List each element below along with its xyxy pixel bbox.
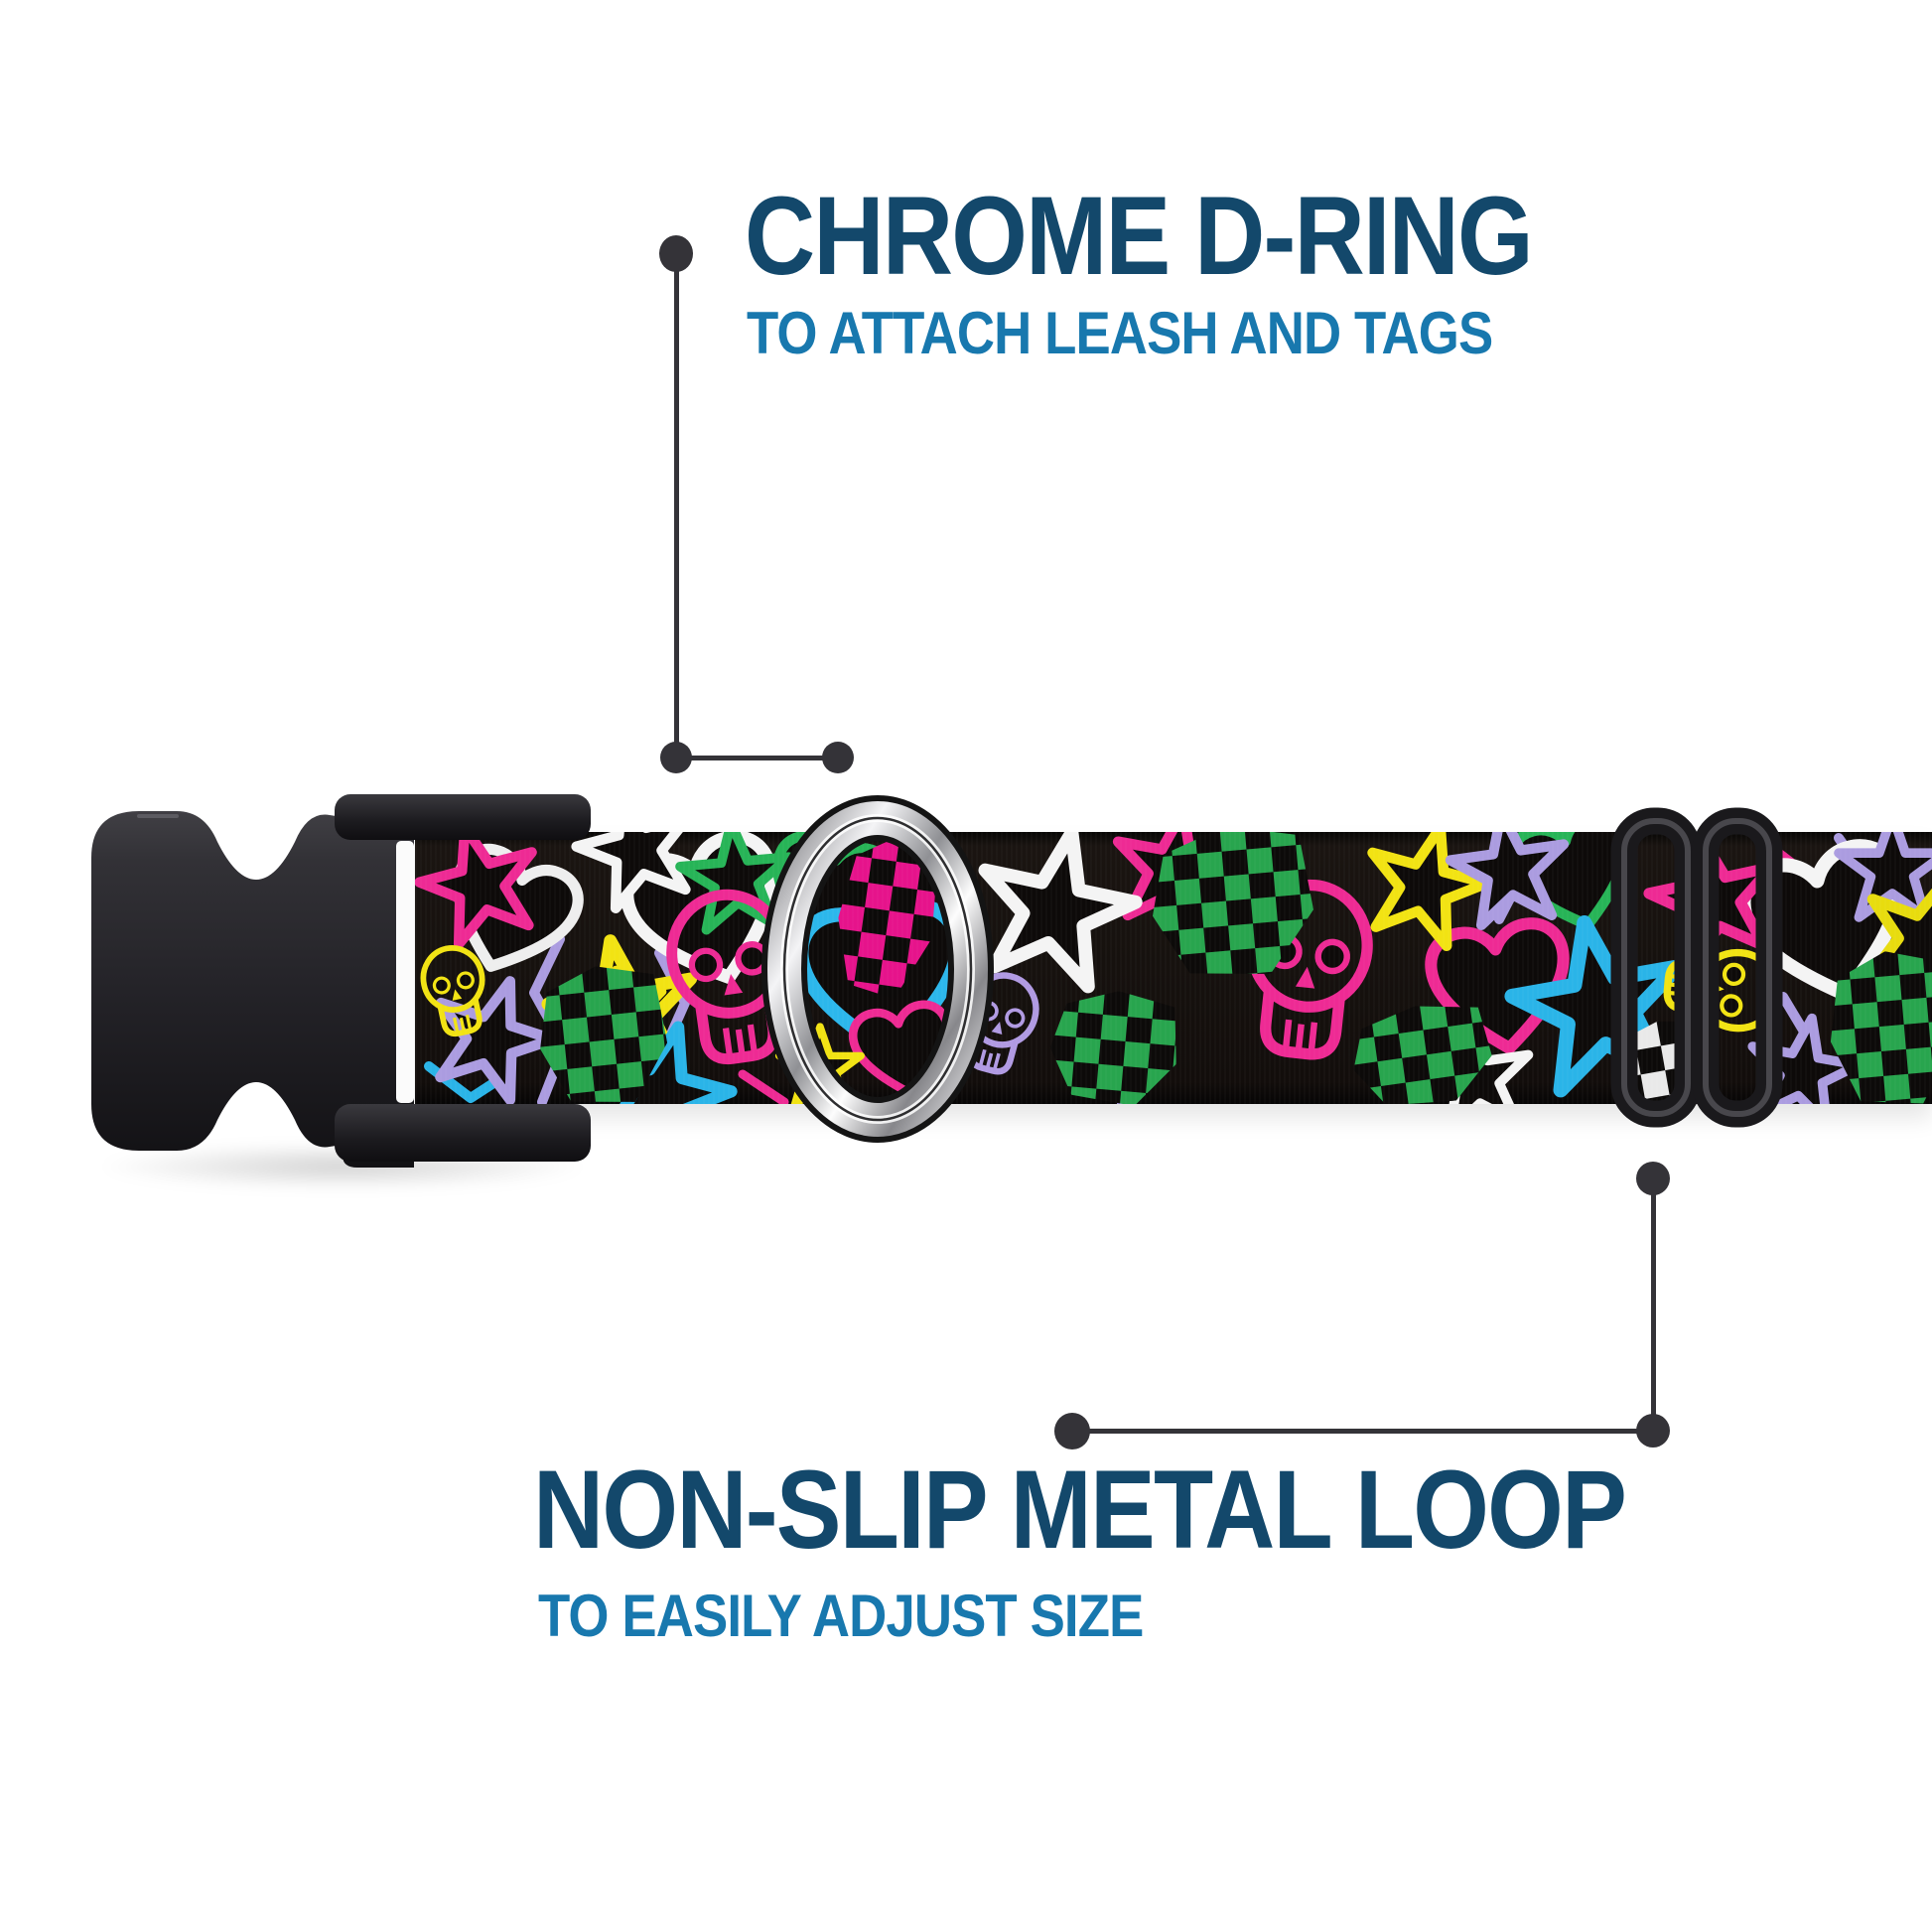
dring-callout-horizontal-line bbox=[676, 756, 838, 760]
strap-weave-texture bbox=[415, 832, 1932, 1104]
loop-callout-horizontal-line bbox=[1072, 1429, 1653, 1434]
loop-callout-dot-text-end bbox=[1054, 1413, 1090, 1449]
buckle-shadow bbox=[94, 1144, 591, 1189]
collar-strap bbox=[415, 832, 1932, 1104]
loop-callout-vertical-line bbox=[1651, 1178, 1656, 1431]
buckle-body bbox=[91, 794, 414, 1168]
buckle-slot bbox=[396, 841, 414, 1103]
dring-callout-vertical-line bbox=[674, 260, 679, 759]
dring-callout-title: CHROME D-RING bbox=[745, 174, 1534, 298]
dring-callout-dot-target-end bbox=[822, 742, 854, 773]
loop-callout-subtitle: TO EASILY ADJUST SIZE bbox=[538, 1583, 1144, 1649]
dring-callout-subtitle: TO ATTACH LEASH AND TAGS bbox=[747, 300, 1493, 366]
loop-callout-title: NON-SLIP METAL LOOP bbox=[533, 1448, 1627, 1572]
